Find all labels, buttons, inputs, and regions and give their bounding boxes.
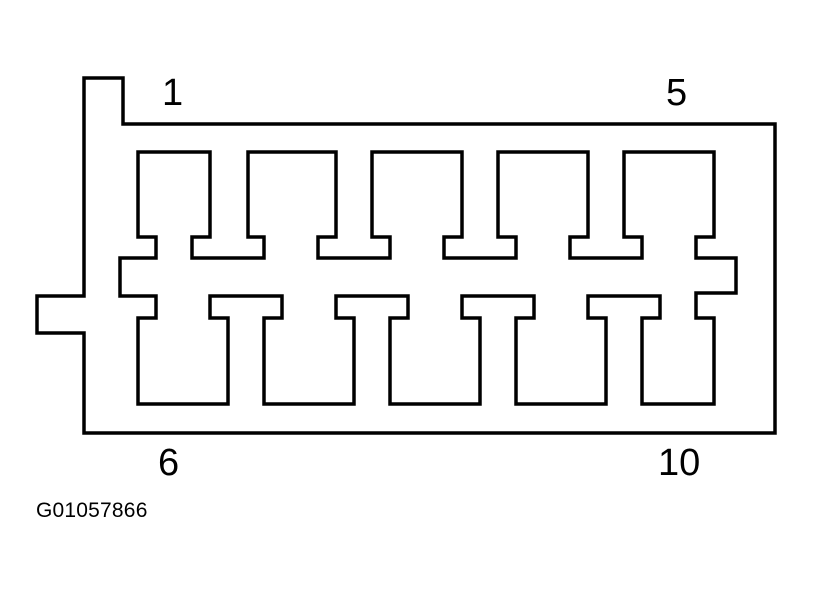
- pin-6-label: 6: [158, 442, 180, 484]
- figure-id: G01057866: [36, 499, 148, 522]
- pin-1-label: 1: [162, 72, 184, 114]
- terminal-cavity-outline: [118, 150, 738, 406]
- connector-housing-outline: [35, 76, 777, 435]
- pin-10-label: 10: [658, 442, 701, 484]
- pin-5-label: 5: [666, 72, 688, 114]
